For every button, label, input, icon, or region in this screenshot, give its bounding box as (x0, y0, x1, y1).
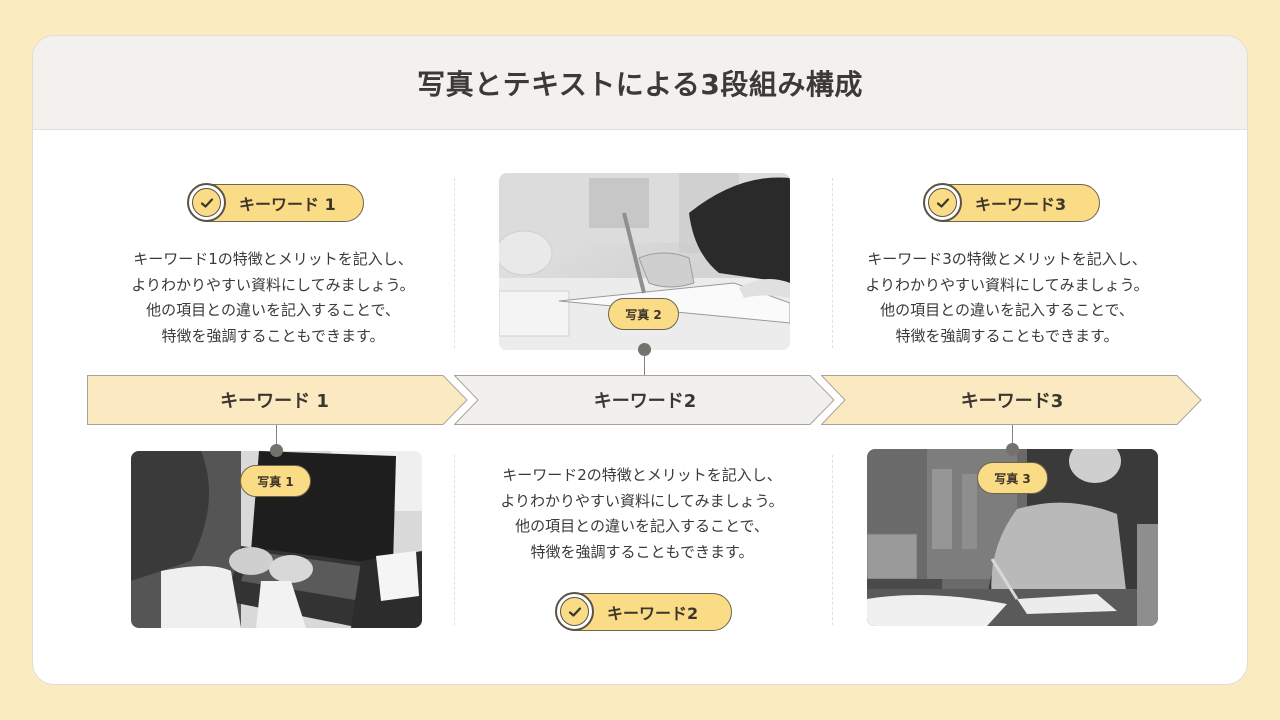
column-divider-1 (454, 178, 455, 348)
column-divider-3 (454, 455, 455, 625)
keyword-pill-label: キーワード 1 (239, 195, 336, 214)
connector-line-3 (1012, 425, 1013, 445)
description-line: 他の項目との違いを記入することで、 (146, 301, 400, 319)
chevron-label-3: キーワード3 (960, 391, 1064, 412)
description-line: よりわかりやすい資料にしてみましょう。 (500, 491, 784, 510)
photo-label-3: 写真 3 (977, 462, 1048, 494)
keyword-pill-1: キーワード 1 (187, 183, 364, 222)
description-3: キーワード3の特徴とメリットを記入し、 よりわかりやすい資料にしてみましょう。 … (827, 247, 1187, 349)
keyword-pill-3: キーワード3 (923, 183, 1100, 222)
description-line: よりわかりやすい資料にしてみましょう。 (131, 275, 415, 294)
description-line: キーワード3の特徴とメリットを記入し、 (867, 250, 1147, 268)
chevron-step-1: キーワード 1 (87, 375, 469, 425)
description-1: キーワード1の特徴とメリットを記入し、 よりわかりやすい資料にしてみましょう。 … (93, 247, 453, 349)
description-line: 特徴を強調することもできます。 (895, 326, 1119, 345)
check-circle-icon (923, 183, 962, 222)
description-line: キーワード2の特徴とメリットを記入し、 (502, 466, 782, 484)
description-line: 特徴を強調することもできます。 (161, 326, 385, 345)
connector-dot-1 (270, 444, 283, 457)
connector-line-2 (644, 354, 645, 375)
keyword-pill-label: キーワード3 (975, 195, 1067, 214)
slide-header: 写真とテキストによる3段組み構成 (33, 36, 1247, 130)
description-line: 他の項目との違いを記入することで、 (880, 301, 1134, 319)
chevron-step-2: キーワード2 (454, 375, 836, 425)
photo-label-1: 写真 1 (240, 465, 311, 497)
connector-dot-3 (1006, 443, 1019, 456)
description-line: 他の項目との違いを記入することで、 (515, 517, 769, 535)
description-line: キーワード1の特徴とメリットを記入し、 (133, 250, 413, 268)
check-circle-icon (187, 183, 226, 222)
keyword-pill-2: キーワード2 (555, 592, 732, 631)
connector-dot-2 (638, 343, 651, 356)
chevron-label-2: キーワード2 (593, 391, 697, 412)
chevron-label-1: キーワード 1 (220, 391, 329, 412)
column-divider-4 (832, 455, 833, 625)
photo-label-2: 写真 2 (608, 298, 679, 330)
chevron-step-3: キーワード3 (821, 375, 1203, 425)
column-divider-2 (832, 178, 833, 348)
check-circle-icon (555, 592, 594, 631)
connector-line-1 (276, 425, 277, 445)
description-2: キーワード2の特徴とメリットを記入し、 よりわかりやすい資料にしてみましょう。 … (462, 463, 822, 565)
description-line: 特徴を強調することもできます。 (530, 542, 754, 561)
keyword-pill-label: キーワード2 (607, 604, 699, 623)
description-line: よりわかりやすい資料にしてみましょう。 (865, 275, 1149, 294)
slide-title: 写真とテキストによる3段組み構成 (417, 67, 863, 101)
laptop-typing-photo (131, 451, 422, 628)
